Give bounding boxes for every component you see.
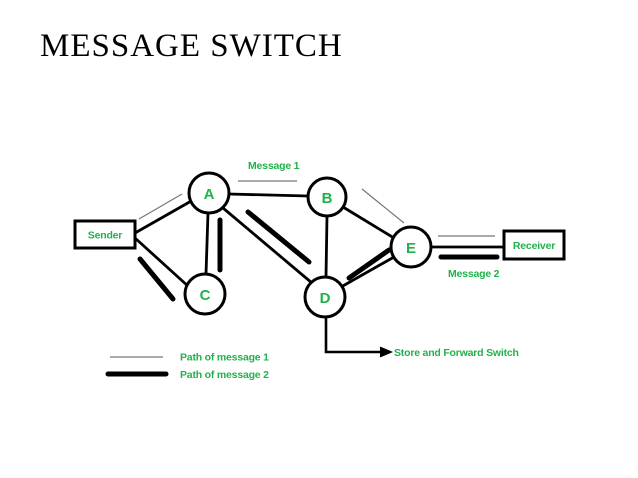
node-e-circle <box>389 225 433 269</box>
receiver-label: Receiver <box>513 240 555 252</box>
node-c-label: C <box>200 287 211 304</box>
node-b-label: B <box>322 190 333 207</box>
receiver-box <box>502 229 566 261</box>
message1-path-b-e <box>361 188 405 224</box>
legend-thin-line-label: Path of message 1 <box>180 352 269 364</box>
edge-a-b <box>227 192 309 198</box>
message2-label: Message 2 <box>448 268 500 280</box>
message2-path-group <box>137 209 500 302</box>
node-c-circle <box>183 272 227 316</box>
edge-a-c <box>204 212 210 275</box>
store-forward-arrowhead-icon <box>380 346 393 358</box>
message1-path-sender-a <box>138 193 183 220</box>
endpoint-group: Sender Receiver <box>73 219 566 261</box>
sender-label: Sender <box>88 230 123 242</box>
edge-sender-c <box>134 236 190 289</box>
node-e-label: E <box>406 240 416 257</box>
node-d-circle <box>303 275 347 319</box>
message2-path-sender-c <box>137 256 176 302</box>
store-forward-arrow-line <box>324 317 382 354</box>
legend: Path of message 1 Path of message 2 <box>105 352 269 381</box>
node-a-label: A <box>204 186 215 203</box>
message2-path-a-d <box>245 209 312 265</box>
node-d-label: D <box>320 290 331 307</box>
page-title: MESSAGE SWITCH <box>40 28 343 64</box>
store-forward-arrow <box>324 317 393 358</box>
sender-box <box>73 219 137 250</box>
node-a-circle <box>187 171 231 215</box>
edge-b-d <box>324 215 329 278</box>
store-forward-label: Store and Forward Switch <box>394 347 519 359</box>
message2-path-d-e <box>346 247 392 281</box>
edge-sender-a <box>134 198 194 235</box>
legend-thick-line-label: Path of message 2 <box>180 369 269 381</box>
edge-d-e <box>340 255 395 289</box>
node-group: A B C D E <box>183 171 433 319</box>
node-b-circle <box>306 176 348 218</box>
message1-label: Message 1 <box>248 160 300 172</box>
edge-a-d <box>222 206 313 285</box>
edge-group <box>134 192 504 289</box>
message1-path-group <box>138 180 495 237</box>
edge-b-e <box>342 205 395 240</box>
